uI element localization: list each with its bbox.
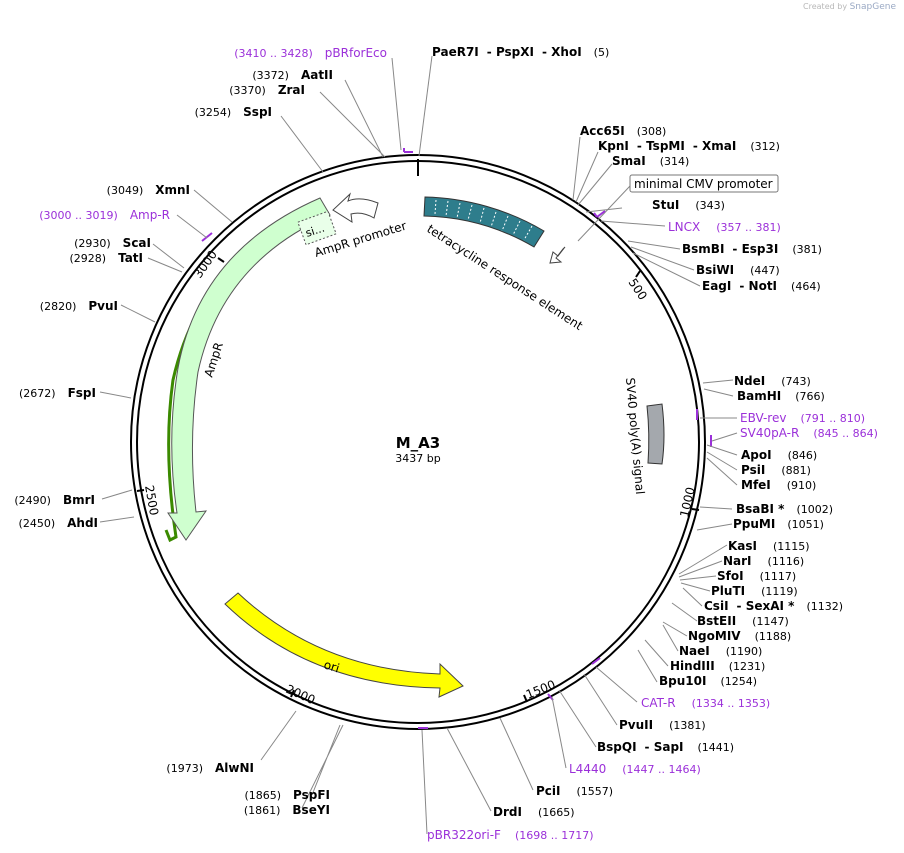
enzyme-label-xmni[interactable]: (3049)XmnI	[107, 183, 190, 197]
enzyme-label-pcii[interactable]: PciI(1557)	[536, 784, 613, 798]
enzyme-label-nari[interactable]: NarI(1116)	[723, 554, 804, 568]
enzyme-label-acc65i[interactable]: Acc65I(308)	[580, 124, 666, 138]
enzyme-label-ngomiv[interactable]: NgoMIV(1188)	[688, 629, 791, 643]
enzyme-label-kpni[interactable]: KpnI- TspMI- XmaI(312)	[598, 139, 780, 153]
primer-label-sv40pa-r[interactable]: SV40pA-R(845 .. 864)	[740, 426, 878, 440]
tick-3000: 3000	[191, 248, 220, 281]
primer-label-amp-r[interactable]: (3000 .. 3019)Amp-R	[39, 208, 170, 222]
minimal-cmv-box	[629, 174, 779, 193]
enzyme-label-tati[interactable]: (2928)TatI	[69, 251, 143, 265]
enzyme-label-sapi[interactable]: BspQI- SapI(1441)	[597, 740, 734, 754]
enzyme-label-bamhi[interactable]: BamHI(766)	[737, 389, 825, 403]
ampr-feature[interactable]: AmpR si...	[164, 197, 337, 543]
minimal-cmv-feature[interactable]: minimal CMV promoter	[549, 174, 779, 264]
enzyme-label-sspi[interactable]: (3254)SspI	[195, 105, 272, 119]
enzyme-label-ndei[interactable]: NdeI(743)	[734, 374, 811, 388]
enzyme-label-bsmbi[interactable]: BsmBI- Esp3I(381)	[682, 242, 822, 256]
enzyme-label-bsteii[interactable]: BstEII(1147)	[697, 614, 789, 628]
enzyme-leaders	[99, 55, 738, 835]
enzyme-label-ahdi[interactable]: (2450)AhdI	[19, 516, 98, 530]
sv40-feature[interactable]: SV40 poly(A) signal	[623, 377, 665, 495]
enzyme-label-naei[interactable]: NaeI(1190)	[679, 644, 762, 658]
tre-label: tetracycline response element	[424, 222, 585, 333]
enzyme-label-aatii[interactable]: (3372)AatII	[252, 68, 333, 82]
enzyme-label-alwni[interactable]: (1973)AlwNI	[166, 761, 254, 775]
enzyme-label-bpu10i[interactable]: Bpu10I(1254)	[659, 674, 757, 688]
primer-marks	[201, 148, 712, 729]
snapgene-credit: Created by SnapGene	[803, 2, 896, 12]
enzyme-label-sfoi[interactable]: SfoI(1117)	[717, 569, 796, 583]
plasmid-size: 3437 bp	[395, 452, 440, 465]
credit-prefix: Created by	[803, 2, 848, 11]
enzyme-label-hindiii[interactable]: HindIII(1231)	[670, 659, 765, 673]
tick-1000: 1000	[677, 486, 698, 519]
tick-2500: 2500	[142, 484, 161, 517]
enzyme-label-apoi[interactable]: ApoI(846)	[741, 448, 817, 462]
enzyme-label-pluti[interactable]: PluTI(1119)	[711, 584, 798, 598]
ampr-signal-box	[297, 210, 337, 246]
enzyme-label-pvui[interactable]: (2820)PvuI	[40, 299, 118, 313]
enzyme-label-smai[interactable]: SmaI(314)	[612, 154, 689, 168]
ampr-signal-label: si...	[304, 222, 326, 240]
enzyme-labels: PaeR7I- PspXI- XhoI(5) Acc65I(308) KpnI-…	[14, 45, 843, 819]
enzyme-label-bsiwi[interactable]: BsiWI(447)	[696, 263, 780, 277]
primer-label-cat-r[interactable]: CAT-R(1334 .. 1353)	[641, 696, 770, 710]
primer-label-pbrforeco[interactable]: (3410 .. 3428)pBRforEco	[234, 46, 387, 60]
primer-label-lncx[interactable]: LNCX(357 .. 381)	[668, 220, 781, 234]
enzyme-label-csii[interactable]: CsiI- SexAI *(1132)	[704, 599, 843, 613]
enzyme-label-xhoi[interactable]: PaeR7I- PspXI- XhoI(5)	[432, 45, 609, 59]
bp-ticks: 500 1000 1500 2000 2500 3000	[136, 248, 700, 707]
enzyme-label-stui[interactable]: StuI(343)	[652, 198, 725, 212]
tre-feature[interactable]: tetracycline response element	[423, 196, 585, 333]
minimal-cmv-label: minimal CMV promoter	[634, 177, 773, 191]
primer-label-l4440[interactable]: L4440(1447 .. 1464)	[569, 762, 701, 776]
enzyme-label-kasi[interactable]: KasI(1115)	[728, 539, 810, 553]
enzyme-label-ppumi[interactable]: PpuMI(1051)	[733, 517, 824, 531]
primer-label-ebv-rev[interactable]: EBV-rev(791 .. 810)	[740, 411, 865, 425]
enzyme-label-noti[interactable]: EagI- NotI(464)	[702, 279, 821, 293]
enzyme-label-bsabi[interactable]: BsaBI *(1002)	[736, 502, 833, 516]
plasmid-name: M_A3	[396, 434, 440, 452]
enzyme-label-bseyi[interactable]: (1861)BseYI	[244, 803, 330, 817]
primer-label-pbr322ori-f[interactable]: pBR322ori-F(1698 .. 1717)	[427, 828, 594, 842]
primer-labels: (3410 .. 3428)pBRforEco LNCX(357 .. 381)…	[39, 46, 878, 842]
ori-label: ori	[322, 657, 341, 675]
snapgene-logo: SnapGene	[849, 2, 896, 12]
enzyme-label-scai[interactable]: (2930)ScaI	[74, 236, 151, 250]
tick-500: 500	[626, 276, 650, 303]
sv40-label: SV40 poly(A) signal	[623, 377, 647, 495]
enzyme-label-pvuii[interactable]: PvuII(1381)	[619, 718, 706, 732]
enzyme-label-psii[interactable]: PsiI(881)	[741, 463, 811, 477]
enzyme-label-pspfi[interactable]: (1865)PspFI	[244, 788, 330, 802]
enzyme-label-zrai[interactable]: (3370)ZraI	[229, 83, 305, 97]
ori-feature[interactable]: ori	[224, 592, 464, 698]
enzyme-label-drdi[interactable]: DrdI(1665)	[493, 805, 575, 819]
enzyme-label-bmri[interactable]: (2490)BmrI	[14, 493, 95, 507]
enzyme-label-mfei[interactable]: MfeI(910)	[741, 478, 816, 492]
enzyme-label-fspi[interactable]: (2672)FspI	[19, 386, 96, 400]
